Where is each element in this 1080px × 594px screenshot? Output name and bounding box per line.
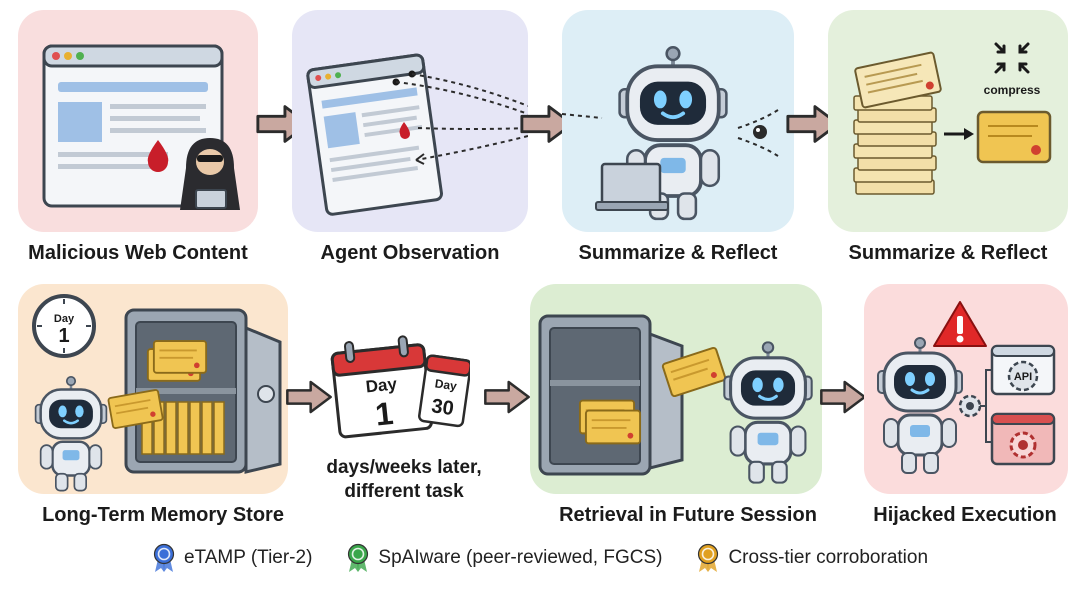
legend-item-etamp: eTAMP (Tier-2) xyxy=(152,543,312,573)
compress-panel: compress xyxy=(828,10,1068,232)
compress-label: compress xyxy=(984,83,1041,97)
legend-item-spaiware: SpAIware (peer-reviewed, FGCS) xyxy=(346,543,662,573)
ribbon-icon xyxy=(152,543,176,573)
summarize-robot-illustration xyxy=(562,10,779,232)
svg-text:1: 1 xyxy=(58,325,69,347)
blood-drop-icon xyxy=(147,140,169,172)
stage-label-summarize-1: Summarize & Reflect xyxy=(578,242,778,264)
warning-icon xyxy=(933,301,987,347)
svg-text:1: 1 xyxy=(374,395,395,433)
hijacked-panel: API xyxy=(864,284,1068,494)
ribbon-icon xyxy=(696,543,720,573)
ribbon-icon xyxy=(346,543,370,573)
stage-label-summarize-2: Summarize & Reflect xyxy=(848,242,1048,264)
stage-label-retrieval: Retrieval in Future Session xyxy=(559,504,817,526)
calendar-icon: Day 1 Day 30 xyxy=(330,335,470,439)
delay-note: days/weeks later, different task xyxy=(326,457,482,502)
robot-icon xyxy=(36,377,107,491)
compress-icon xyxy=(994,42,1030,74)
hacker-icon xyxy=(180,138,240,210)
summarize-robot-panel xyxy=(562,10,794,232)
memory-store-panel: Day 1 xyxy=(18,284,288,494)
retrieval-panel xyxy=(530,284,822,494)
robot-icon xyxy=(724,342,811,482)
safe-icon xyxy=(124,308,282,474)
safe-icon xyxy=(538,314,684,476)
api-window-icon: API xyxy=(990,344,1056,396)
flow-arrow-4 xyxy=(284,378,334,416)
stage-label-malicious-web: Malicious Web Content xyxy=(28,242,248,264)
legend-item-cross-tier: Cross-tier corroboration xyxy=(696,543,928,573)
robot-icon xyxy=(878,338,962,473)
memory-store-illustration: Day 1 xyxy=(32,294,282,494)
document-stack-icon xyxy=(853,51,942,195)
gear-icon xyxy=(958,394,982,418)
eye-icon xyxy=(753,125,767,139)
clock-icon: Day 1 xyxy=(32,294,96,358)
laptop-icon xyxy=(595,162,669,211)
stage-label-memory-store: Long-Term Memory Store xyxy=(42,504,284,526)
svg-text:Day: Day xyxy=(365,374,399,396)
hijacked-illustration: API xyxy=(864,301,1056,494)
stage-label-agent-observation: Agent Observation xyxy=(320,242,500,264)
legend: eTAMP (Tier-2) SpAIware (peer-reviewed, … xyxy=(0,540,1080,576)
svg-text:Day: Day xyxy=(54,313,75,325)
malicious-web-panel xyxy=(18,10,258,232)
compressed-document-icon xyxy=(976,110,1052,164)
svg-text:30: 30 xyxy=(430,395,455,420)
retrieval-illustration xyxy=(538,314,822,494)
settings-window-icon xyxy=(990,412,1056,466)
compress-illustration: compress xyxy=(853,42,1052,195)
svg-text:API: API xyxy=(1014,371,1032,383)
flow-arrow-5 xyxy=(482,378,532,416)
malicious-web-illustration xyxy=(42,44,240,210)
svg-text:Day: Day xyxy=(434,376,458,393)
flow-arrow-6 xyxy=(818,378,868,416)
stage-label-hijacked: Hijacked Execution xyxy=(873,504,1057,526)
agent-observation-panel xyxy=(292,10,528,232)
agent-observation-illustration xyxy=(306,53,528,216)
